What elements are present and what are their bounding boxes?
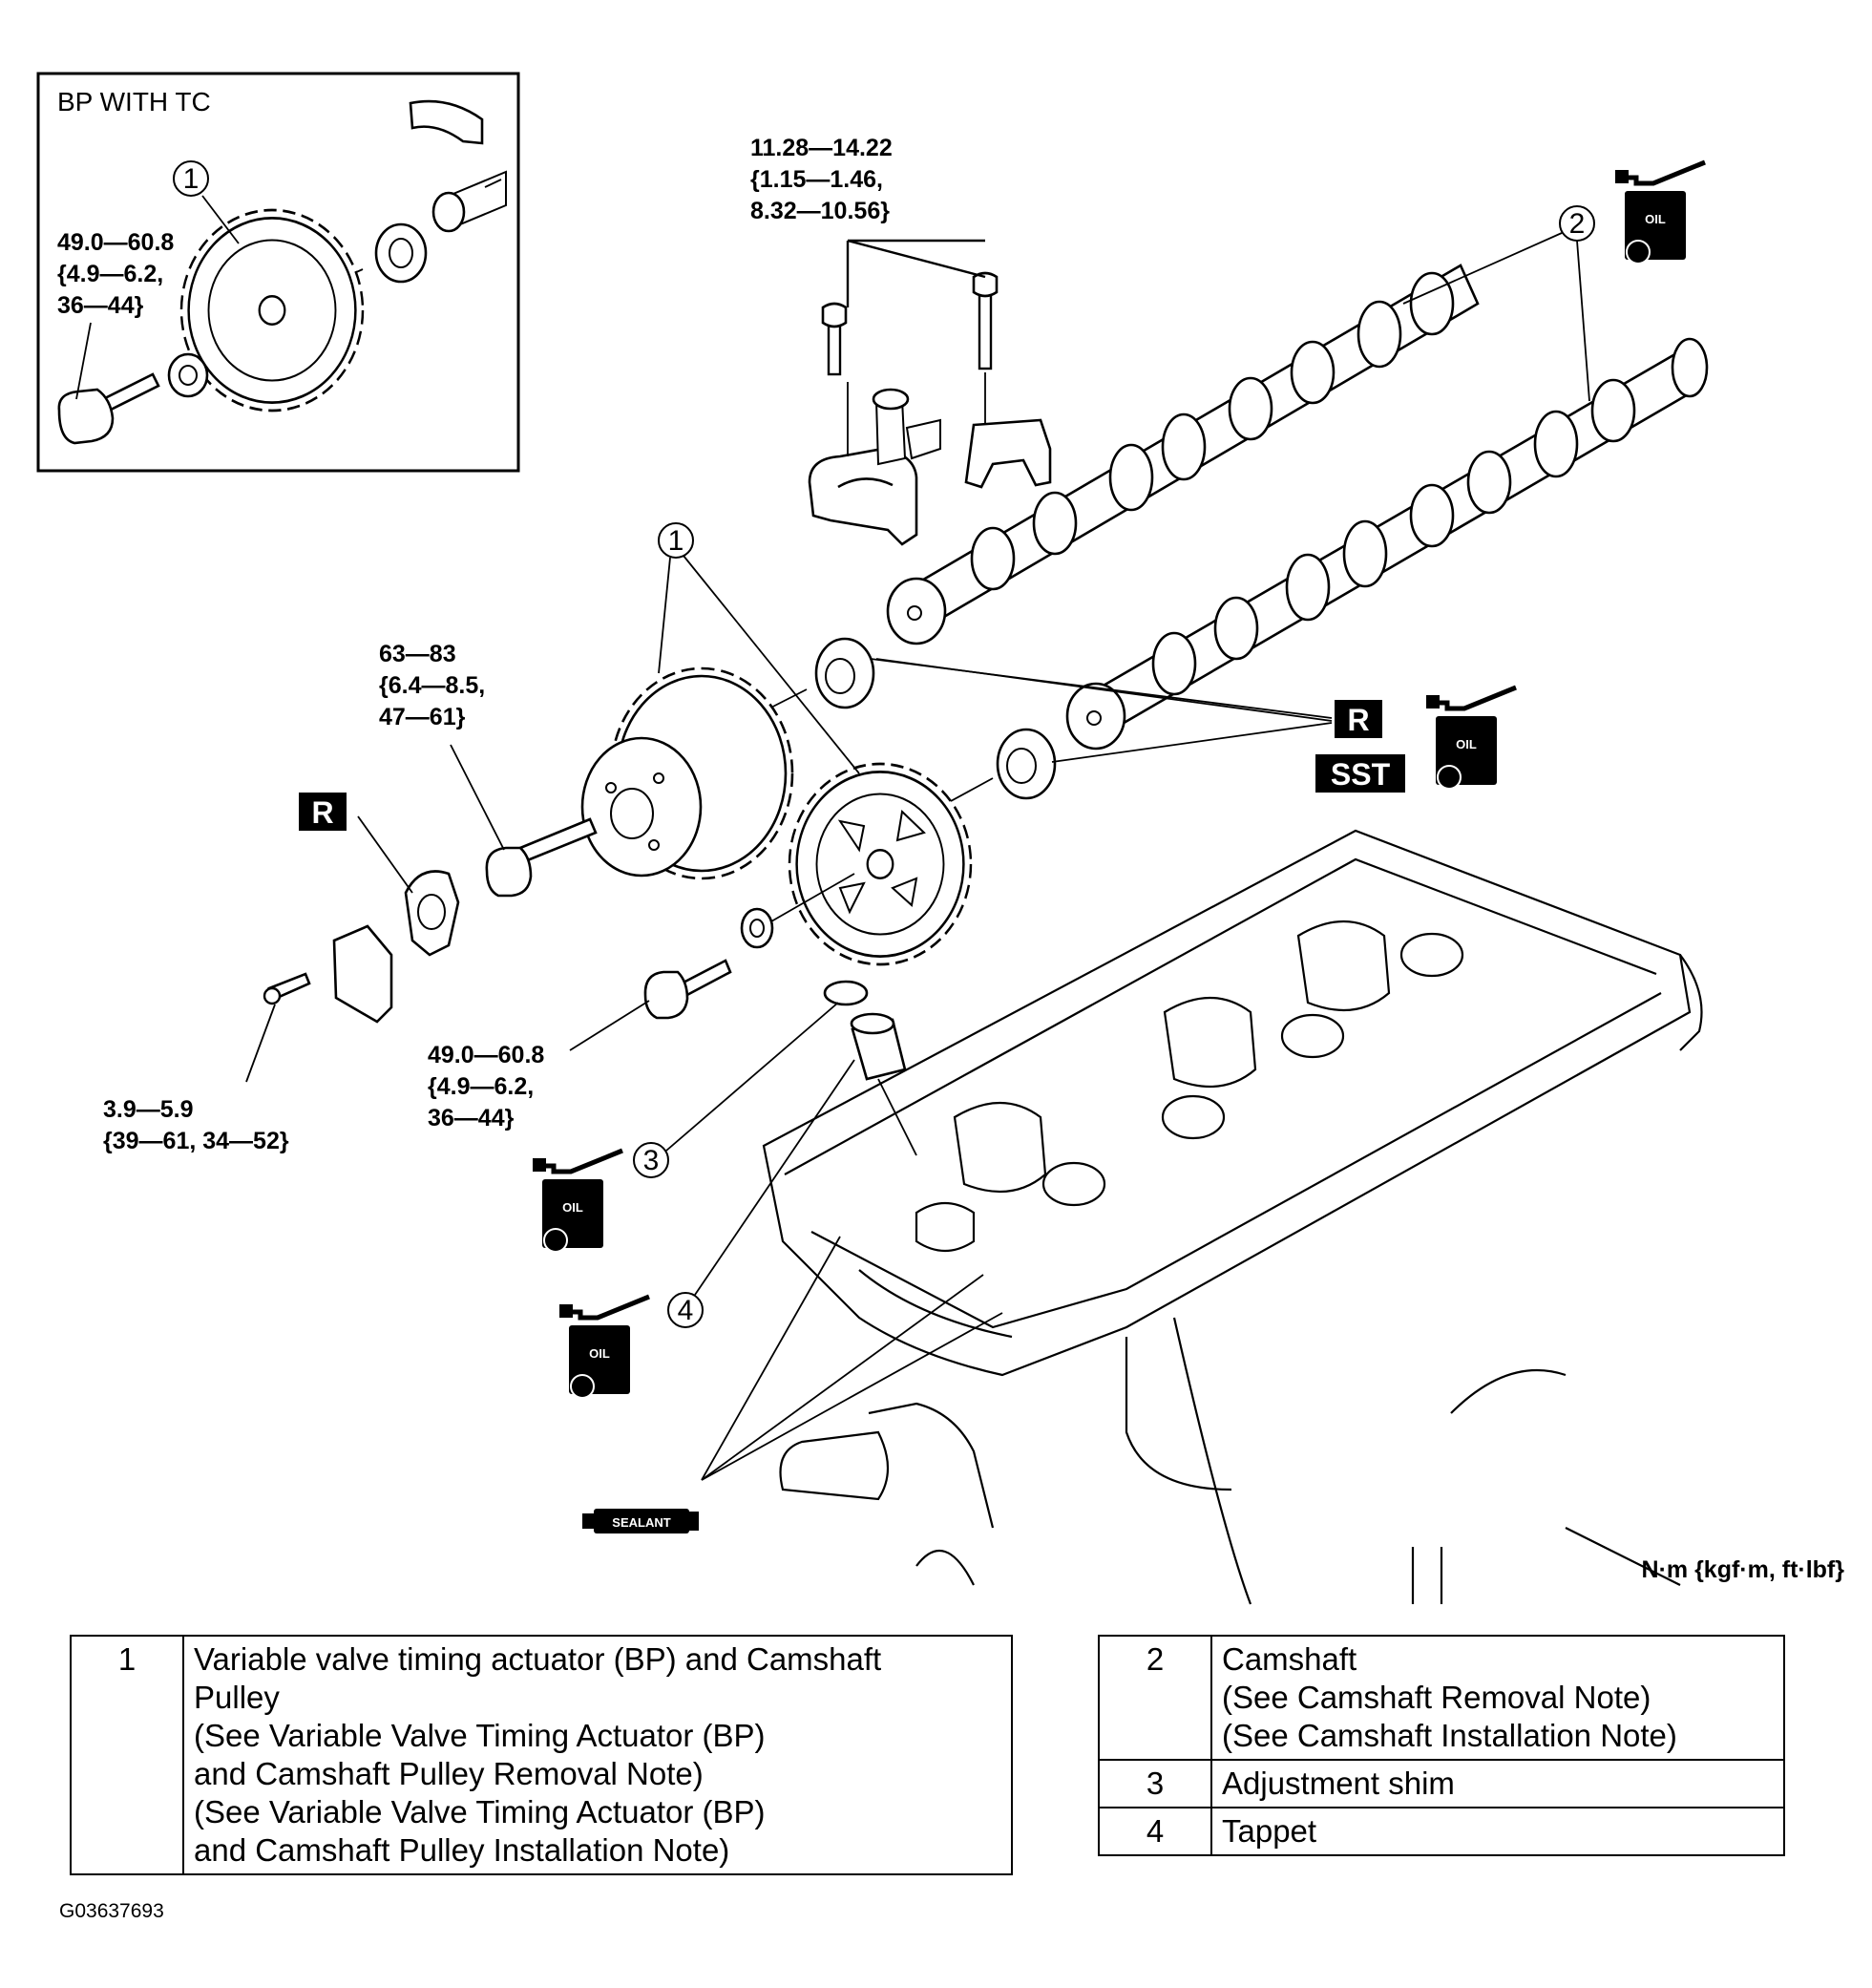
torque-inset-line-2: {4.9—6.2, bbox=[57, 261, 163, 287]
camshaft-lower bbox=[1065, 337, 1709, 751]
svg-text:R: R bbox=[311, 795, 333, 830]
legend-desc: Adjustment shim bbox=[1210, 1759, 1785, 1808]
torque-actuator-line-1: 63—83 bbox=[379, 641, 456, 667]
torque-cap-line-1: 11.28—14.22 bbox=[750, 135, 893, 161]
torque-pulley-line-2: {4.9—6.2, bbox=[428, 1073, 534, 1100]
legend-row-3: 3 Adjustment shim bbox=[1098, 1759, 1785, 1808]
legend-desc: Tappet bbox=[1210, 1807, 1785, 1856]
inset-title: BP WITH TC bbox=[57, 87, 211, 116]
legend-desc: Variable valve timing actuator (BP) and … bbox=[182, 1635, 1013, 1875]
callout-1: 1 bbox=[658, 522, 860, 774]
svg-text:R: R bbox=[1347, 703, 1369, 737]
cover-plates bbox=[245, 815, 460, 1083]
legend-num: 1 bbox=[70, 1635, 184, 1875]
legend-num: 4 bbox=[1098, 1807, 1212, 1856]
torque-inset-line-3: 36—44} bbox=[57, 292, 144, 319]
torque-pulley-line-1: 49.0—60.8 bbox=[428, 1042, 544, 1068]
torque-cover-line-1: 3.9—5.9 bbox=[103, 1096, 194, 1123]
torque-inset-line-1: 49.0—60.8 bbox=[57, 229, 174, 256]
camshaft-upper bbox=[886, 264, 1480, 645]
units-note: N·m {kgf·m, ft·lbf} bbox=[1642, 1556, 1845, 1583]
svg-text:OIL: OIL bbox=[562, 1200, 583, 1215]
shim-and-tappet: 3 4 bbox=[633, 980, 917, 1328]
document-id: G03637693 bbox=[59, 1900, 164, 1922]
callout-3: 3 bbox=[643, 1145, 660, 1176]
svg-text:OIL: OIL bbox=[1456, 737, 1477, 751]
oil-can-icon-shim: OIL bbox=[533, 1151, 622, 1252]
svg-text:OIL: OIL bbox=[1645, 212, 1666, 226]
replace-badge-gasket: R bbox=[299, 793, 347, 831]
callout-2: 2 bbox=[1402, 205, 1595, 402]
replace-badge-seal: R bbox=[1335, 700, 1382, 738]
svg-text:SST: SST bbox=[1331, 757, 1391, 792]
inset-box: BP WITH TC 1 49.0—60.8 {4.9—6.2, 36—44} bbox=[36, 72, 520, 473]
svg-text:2: 2 bbox=[1569, 208, 1586, 240]
bearing-caps bbox=[808, 239, 1052, 546]
camshaft-pulley bbox=[569, 762, 973, 1051]
legend-num: 2 bbox=[1098, 1635, 1212, 1761]
legend-table-left: 1 Variable valve timing actuator (BP) an… bbox=[70, 1635, 1013, 1875]
legend-row-1: 1 Variable valve timing actuator (BP) an… bbox=[70, 1635, 1013, 1875]
oil-can-icon-seals: OIL bbox=[1426, 687, 1516, 789]
legend-row-4: 4 Tappet bbox=[1098, 1807, 1785, 1856]
sst-badge: SST bbox=[1315, 754, 1405, 793]
vvt-actuator bbox=[450, 666, 794, 898]
legend-desc: Camshaft (See Camshaft Removal Note) (Se… bbox=[1210, 1635, 1785, 1761]
sealant-badge: SEALANT bbox=[612, 1515, 670, 1530]
callout-4: 4 bbox=[678, 1295, 694, 1326]
oil-can-icon-camshaft: OIL bbox=[1615, 162, 1705, 264]
sealant-callout: SEALANT bbox=[582, 1236, 1003, 1533]
legend-num: 3 bbox=[1098, 1759, 1212, 1808]
torque-cap-line-2: {1.15—1.46, bbox=[750, 166, 883, 193]
torque-actuator-line-3: 47—61} bbox=[379, 704, 466, 730]
torque-pulley-line-3: 36—44} bbox=[428, 1105, 515, 1131]
legend-row-2: 2 Camshaft (See Camshaft Removal Note) (… bbox=[1098, 1635, 1785, 1761]
svg-text:OIL: OIL bbox=[589, 1346, 610, 1361]
legend-table-right: 2 Camshaft (See Camshaft Removal Note) (… bbox=[1098, 1635, 1785, 1856]
torque-cap-line-3: 8.32—10.56} bbox=[750, 198, 890, 224]
torque-actuator-line-2: {6.4—8.5, bbox=[379, 672, 485, 699]
cylinder-head bbox=[762, 829, 1703, 1605]
oil-can-icon-tappet: OIL bbox=[559, 1297, 649, 1398]
torque-cover-line-2: {39—61, 34—52} bbox=[103, 1128, 289, 1154]
callout-1-inset: 1 bbox=[183, 163, 200, 195]
svg-text:1: 1 bbox=[668, 525, 684, 557]
